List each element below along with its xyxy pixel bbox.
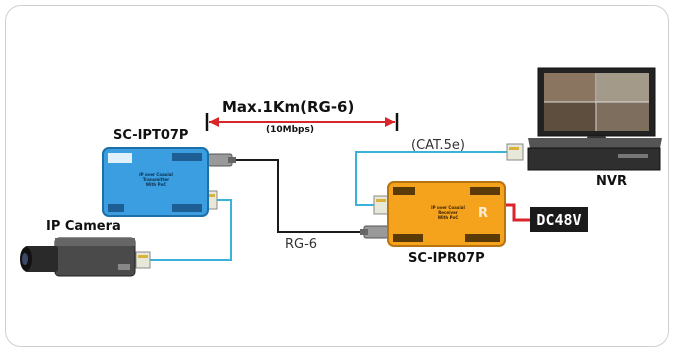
- receiver-face-line2: Receiver: [438, 210, 458, 215]
- span-arrow-right-head: [385, 117, 395, 127]
- receiver-face-line3: With PoC: [437, 215, 459, 220]
- receiver-face-line1: IP over Coaxial: [431, 205, 465, 210]
- transmitter-label: SC-IPT07P: [113, 128, 189, 143]
- cat5-cable-label: (CAT.5e): [411, 138, 465, 153]
- coax-cable-label: RG-6: [285, 237, 318, 252]
- transmitter-face-line3: With PoC: [145, 182, 167, 187]
- bnc-tip-rx: [360, 229, 368, 235]
- receiver-face-mark: R: [478, 206, 489, 221]
- rj45-plug-camera: [135, 251, 151, 269]
- power-cable: [505, 203, 530, 222]
- span-bandwidth-label: (10Mbps): [266, 125, 314, 135]
- receiver-face-text: IP over Coaxial Receiver With PoC: [423, 205, 473, 220]
- receiver-device: [387, 181, 506, 247]
- nvr-label: NVR: [596, 174, 627, 189]
- span-distance-label: Max.1Km(RG-6): [222, 98, 355, 116]
- camera-label: IP Camera: [46, 219, 121, 234]
- nvr-recorder: [527, 138, 662, 171]
- transmitter-face-line1: IP over Coaxial: [139, 172, 173, 177]
- coax-cable: [232, 159, 368, 233]
- bnc-tip-tx: [228, 157, 236, 163]
- nvr-ethernet-cable: [355, 151, 508, 206]
- transmitter-face-text: IP over Coaxial Transmitter With PoC: [133, 172, 179, 187]
- transmitter-device: [102, 147, 209, 217]
- power-supply-label: DC48V: [530, 207, 588, 232]
- camera-ethernet-cable: [150, 199, 232, 261]
- rj45-plug-rx: [373, 195, 389, 215]
- transmitter-face-line2: Transmitter: [142, 177, 170, 182]
- ip-camera: [20, 237, 136, 277]
- receiver-label: SC-IPR07P: [408, 251, 485, 266]
- span-arrow-left-head: [209, 117, 219, 127]
- connection-diagram: [20, 67, 662, 277]
- rj45-plug-nvr: [506, 143, 524, 161]
- nvr-monitor: [537, 67, 656, 146]
